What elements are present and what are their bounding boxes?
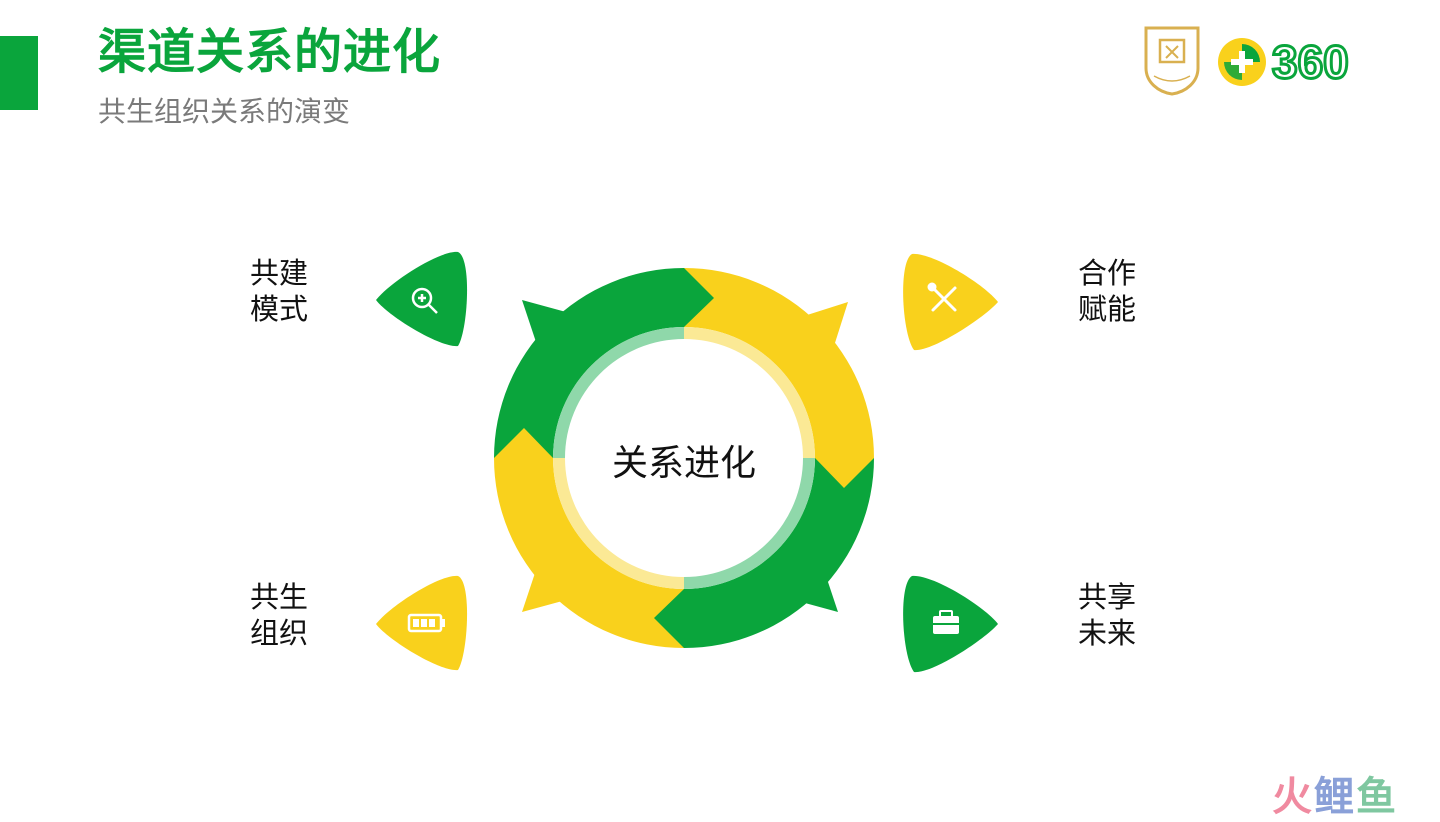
page-subtitle: 共生组织关系的演变 bbox=[98, 96, 351, 127]
center-disc bbox=[566, 340, 802, 576]
label-bottom-right-line2: 未来 bbox=[1078, 618, 1137, 650]
label-top-right: 合作 赋能 bbox=[1078, 256, 1136, 328]
briefcase-icon bbox=[933, 610, 959, 634]
inner-ring-top-left bbox=[553, 327, 684, 458]
inner-ring-bottom-right bbox=[684, 458, 815, 589]
label-bottom-right: 共享 未来 bbox=[1078, 580, 1136, 652]
label-bottom-left: 共生 组织 bbox=[250, 580, 308, 652]
brand-logo: 360 bbox=[1218, 35, 1350, 90]
label-top-left-line2: 模式 bbox=[250, 294, 309, 326]
cycle-segment-top-left bbox=[494, 268, 684, 458]
petal-top-left bbox=[376, 251, 468, 347]
petal-bottom-right bbox=[903, 575, 998, 673]
label-top-left: 共建 模式 bbox=[250, 256, 308, 328]
spike-bottom-left bbox=[522, 570, 566, 612]
label-top-right-line1: 合作 bbox=[1078, 258, 1137, 290]
watermark-part2: 鲤 bbox=[1314, 775, 1356, 819]
label-bottom-right-line1: 共享 bbox=[1078, 582, 1137, 614]
label-top-left-line1: 共建 bbox=[250, 258, 309, 290]
arrow-head-top bbox=[684, 268, 714, 327]
diagram-center-label: 关系进化 bbox=[611, 442, 756, 483]
inner-ring-bottom-left bbox=[553, 458, 684, 589]
watermark: 火鲤鱼 bbox=[1272, 764, 1398, 822]
spike-top-left bbox=[522, 300, 566, 342]
brand-logo-text: 360 bbox=[1272, 36, 1349, 88]
arrow-head-right bbox=[815, 458, 874, 488]
arrow-head-left bbox=[494, 428, 553, 458]
battery-icon bbox=[407, 613, 445, 633]
watermark-part3: 鱼 bbox=[1356, 775, 1398, 819]
accent-bar bbox=[0, 36, 38, 110]
tools-icon bbox=[927, 282, 957, 312]
cycle-segment-bottom-left bbox=[494, 458, 684, 648]
arrow-head-bottom bbox=[654, 589, 684, 648]
spike-top-right bbox=[804, 302, 848, 346]
spike-bottom-right bbox=[794, 570, 838, 612]
watermark-part1: 火 bbox=[1272, 775, 1314, 819]
label-top-right-line2: 赋能 bbox=[1078, 294, 1137, 326]
label-bottom-left-line1: 共生 bbox=[250, 582, 309, 614]
cycle-segment-bottom-right bbox=[684, 458, 874, 648]
search-icon bbox=[411, 287, 438, 314]
cycle-segment-top-right bbox=[684, 268, 874, 458]
petal-bottom-left bbox=[376, 575, 468, 671]
inner-ring-top-right bbox=[684, 327, 815, 458]
label-bottom-left-line2: 组织 bbox=[250, 618, 309, 650]
page-title: 渠道关系的进化 bbox=[98, 26, 442, 79]
petal-top-right bbox=[903, 253, 998, 351]
badge-logo bbox=[1144, 26, 1200, 96]
